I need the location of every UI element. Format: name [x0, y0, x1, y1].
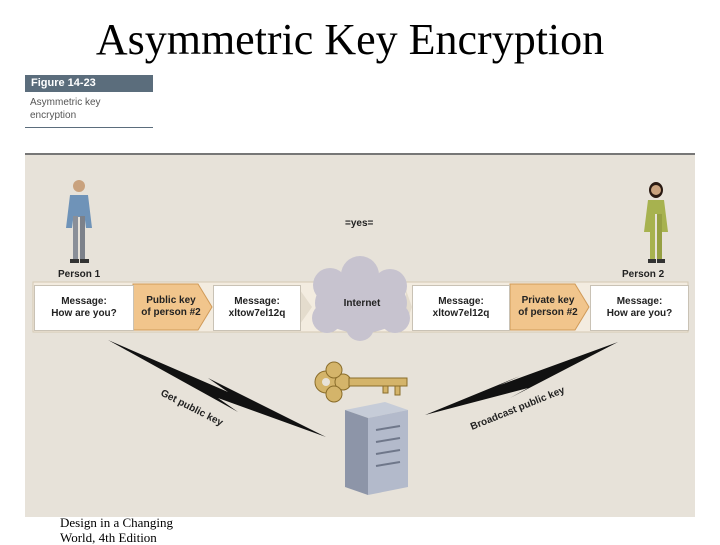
footer-text: Design in a Changing World, 4th Edition — [60, 515, 174, 545]
message-cipher-1-box: Message: xltow7el12q — [213, 285, 301, 331]
key-icon — [314, 361, 408, 403]
person-2-icon — [644, 182, 668, 263]
internet-cloud-icon — [312, 256, 410, 341]
private-key-label: Private key of person #2 — [518, 295, 578, 318]
yes-label: =yes= — [345, 218, 374, 229]
internet-label: Internet — [343, 298, 381, 309]
slide-title: Asymmetric Key Encryption — [95, 15, 605, 64]
figure-label: Figure 14-23 — [25, 75, 153, 92]
left-lightning-icon — [108, 340, 326, 437]
message-cipher-2-box: Message: xltow7el12q — [412, 285, 510, 331]
person-1-icon — [66, 180, 92, 263]
public-key-label: Public key of person #2 — [141, 295, 201, 318]
private-key-arrow — [509, 283, 590, 331]
person-1-label: Person 1 — [58, 269, 101, 280]
server-icon — [345, 402, 408, 495]
person-2-label: Person 2 — [622, 269, 665, 280]
figure-rule — [25, 127, 153, 128]
message-plaintext-1-box: Message: How are you? — [34, 285, 134, 331]
right-lightning-icon — [425, 342, 618, 415]
msg2-arrow-tip — [300, 290, 312, 324]
message-plaintext-2-box: Message: How are you? — [590, 285, 689, 331]
figure-caption: Asymmetric key encryption — [30, 97, 101, 121]
